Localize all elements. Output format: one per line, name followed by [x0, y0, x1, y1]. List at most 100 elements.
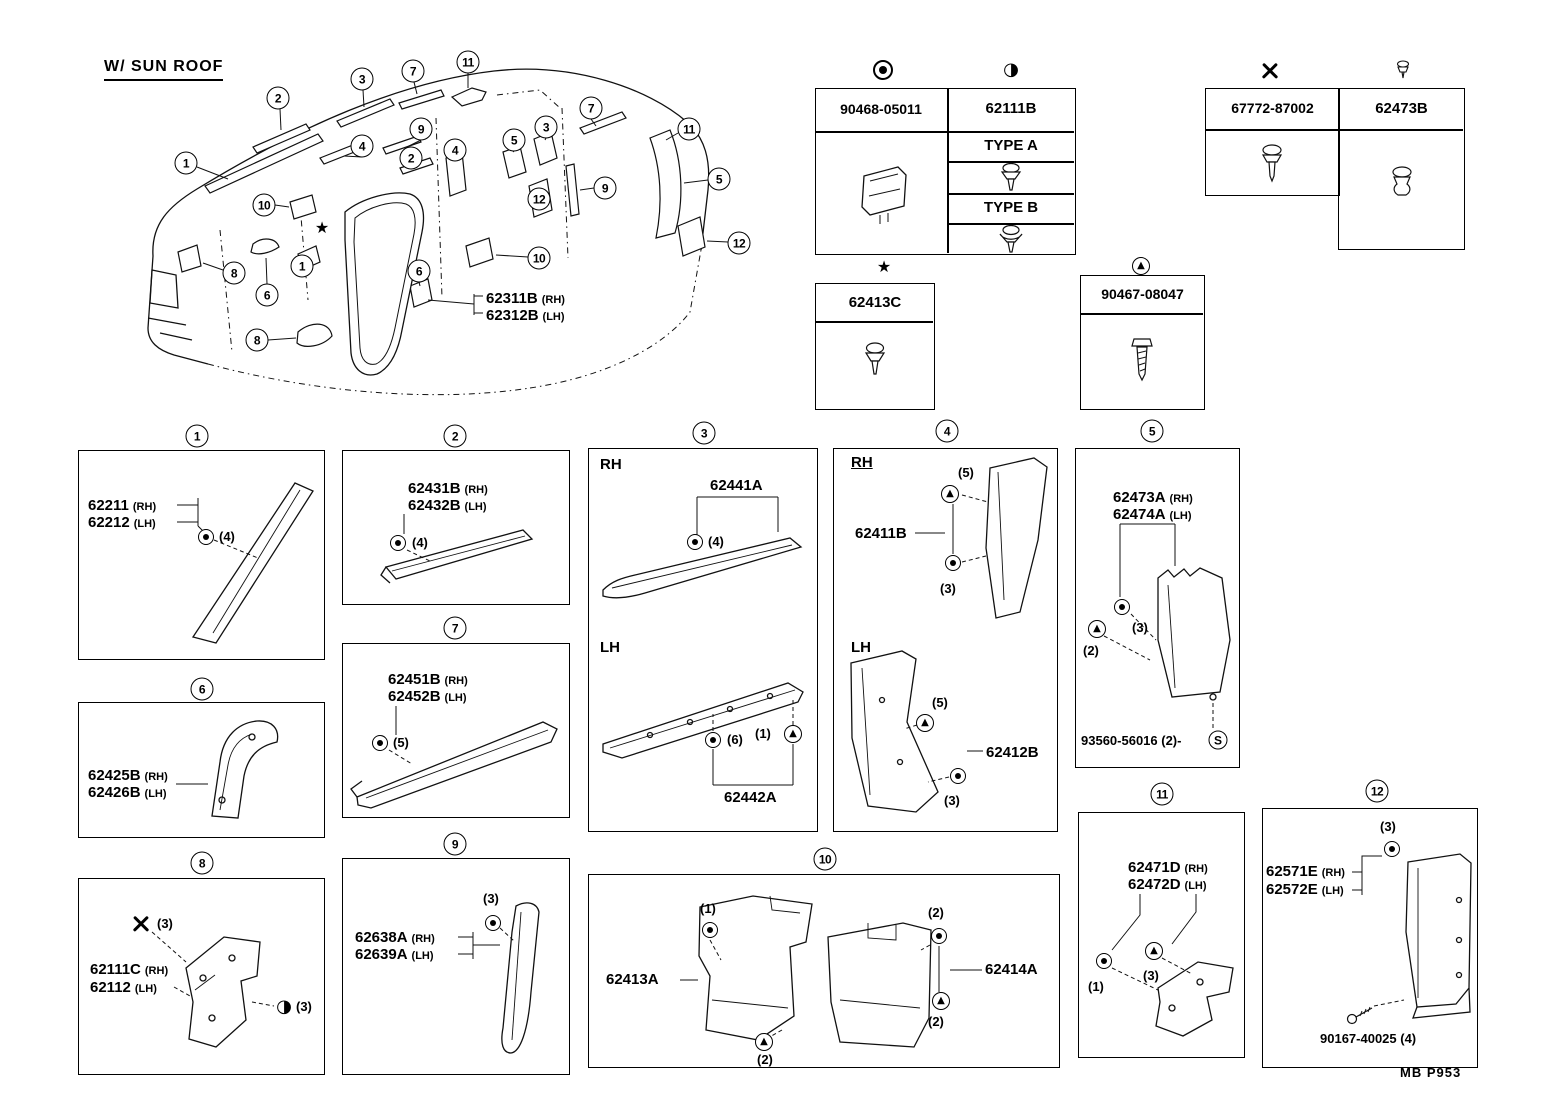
type-b-label: TYPE B — [983, 199, 1039, 216]
van-trim-pieces — [177, 87, 706, 347]
part-lines-10 — [680, 939, 982, 1039]
cross-icon — [1261, 62, 1279, 80]
part-lines-12 — [1352, 855, 1405, 1007]
divider — [947, 89, 949, 253]
rh-label: RH — [851, 454, 873, 471]
mini-pin-icon — [1396, 60, 1410, 79]
callout: 3 — [534, 115, 558, 139]
callout: 4 — [350, 134, 374, 158]
part-label: 62412B — [986, 744, 1039, 761]
qty-label: (3) — [296, 999, 312, 1014]
callout: 9 — [409, 117, 433, 141]
qty-label: (5) — [958, 465, 974, 480]
callout: 7 — [401, 59, 425, 83]
section-number-7: 7 — [443, 616, 467, 640]
part-label: 62425B(RH) — [88, 767, 168, 784]
screw-90467-art — [1131, 338, 1153, 382]
part-label: 62471D(RH) — [1128, 859, 1208, 876]
callout: 10 — [527, 246, 551, 270]
callout: 4 — [443, 138, 467, 162]
section-number-3: 3 — [692, 421, 716, 445]
section-number-5: 5 — [1140, 419, 1164, 443]
part-art-7 — [350, 721, 558, 809]
qty-label: (3) — [1143, 968, 1159, 983]
center-garnish-art — [344, 192, 425, 376]
divider — [947, 223, 1074, 225]
grommet-icon — [372, 735, 388, 751]
qty-label: (3) — [1380, 819, 1396, 834]
section-number-10: 10 — [813, 847, 837, 871]
s-mark-icon: S — [1208, 730, 1228, 750]
part-lines-8 — [151, 931, 275, 1007]
grommet-icon — [702, 922, 718, 938]
callout: 9 — [593, 176, 617, 200]
part-label: 62571E(RH) — [1266, 863, 1345, 880]
callout: 1 — [174, 151, 198, 175]
qty-label: (4) — [708, 534, 724, 549]
triangle-icon: ▲ — [784, 725, 802, 743]
triangle-icon: ▲ — [1145, 942, 1163, 960]
qty-label: (1) — [1088, 979, 1104, 994]
qty-label: (6) — [727, 732, 743, 747]
legend-part-67772: 67772-87002 — [1231, 100, 1314, 116]
part-art-5 — [1157, 567, 1231, 701]
callout: 12 — [727, 231, 751, 255]
part-label: 62639A(LH) — [355, 946, 434, 963]
callout: 1 — [290, 254, 314, 278]
part-label: 62472D(LH) — [1128, 876, 1207, 893]
part-lines-5 — [1103, 523, 1214, 730]
qty-label: (2) — [1083, 643, 1099, 658]
page-code: MB P953 — [1400, 1065, 1462, 1080]
center-garnish-bracket — [427, 294, 483, 315]
part-art-10 — [698, 895, 932, 1048]
section-number-8: 8 — [190, 851, 214, 875]
grommet-icon — [931, 928, 947, 944]
rh-label: RH — [600, 456, 622, 473]
qty-label: (3) — [157, 916, 173, 931]
callout: 8 — [222, 261, 246, 285]
qty-label: (1) — [700, 901, 716, 916]
lh-label: LH — [600, 639, 620, 656]
part-art-6 — [211, 720, 279, 819]
section-box-11 — [1078, 812, 1245, 1058]
part-lines-7 — [388, 706, 413, 765]
part-label: 62441A — [710, 477, 763, 494]
qty-label: (3) — [944, 793, 960, 808]
part-art-3 — [602, 537, 804, 759]
section-box-5 — [1075, 448, 1240, 768]
callout: 5 — [502, 128, 526, 152]
divider — [1206, 129, 1338, 131]
section-number-1: 1 — [185, 424, 209, 448]
grommet-icon — [705, 732, 721, 748]
divider — [947, 161, 1074, 163]
part-label: 62451B(RH) — [388, 671, 468, 688]
grommet-icon — [950, 768, 966, 784]
type-a-label: TYPE A — [984, 137, 1038, 154]
legend-part-62473b: 62473B — [1375, 100, 1428, 117]
part-art-11 — [1155, 961, 1234, 1037]
grommet-icon — [198, 529, 214, 545]
van-outline — [147, 68, 710, 365]
section-box-6 — [78, 702, 325, 838]
callout: 6 — [407, 259, 431, 283]
part-lines-4 — [903, 494, 989, 783]
callout: 2 — [399, 146, 423, 170]
divider — [816, 131, 1074, 133]
part-label: 62452B(LH) — [388, 688, 467, 705]
fastener-legend-left — [1205, 88, 1340, 196]
part-art-4 — [850, 457, 1048, 813]
part-lines-1 — [177, 498, 259, 559]
qty-label: (3) — [483, 891, 499, 906]
triangle-icon: ▲ — [1088, 620, 1106, 638]
section-box-3 — [588, 448, 818, 832]
sunroof-label: W/ SUN ROOF — [104, 58, 224, 81]
part-art-8 — [185, 936, 261, 1048]
fastener-legend-right — [1338, 88, 1465, 250]
section-number-4: 4 — [935, 419, 959, 443]
part-label: 62414A — [985, 961, 1038, 978]
center-part-label-rh: 62311B (RH) — [486, 290, 565, 307]
legend-part-62111b: 62111B — [985, 100, 1037, 117]
callout: 6 — [255, 283, 279, 307]
part-label: 62411B — [855, 525, 907, 542]
